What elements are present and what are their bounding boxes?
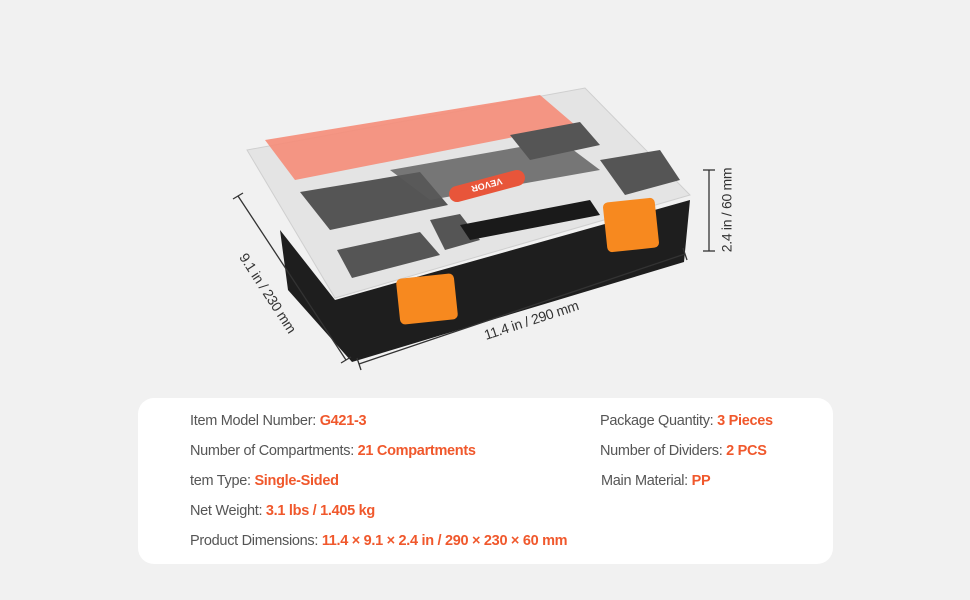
spec-model-number: Item Model Number: G421-3 xyxy=(190,413,367,429)
spec-label: Product Dimensions: xyxy=(190,533,322,549)
width-dimension-line xyxy=(358,253,686,365)
latch-right xyxy=(603,197,659,253)
spec-value: PP xyxy=(691,473,711,489)
depth-dimension-line xyxy=(237,195,347,361)
orange-compartments xyxy=(265,95,575,180)
spec-value: Single-Sided xyxy=(254,473,339,489)
spec-label: Item Model Number: xyxy=(190,413,320,429)
spec-compartments: Number of Compartments: 21 Compartments xyxy=(190,443,476,459)
spec-label: Number of Dividers: xyxy=(600,443,727,459)
dark-compartment xyxy=(300,172,448,230)
dark-compartment xyxy=(430,214,480,250)
spec-label: Net Weight: xyxy=(190,503,266,519)
spec-label: Package Quantity: xyxy=(600,413,718,429)
spec-dividers: Number of Dividers: 2 PCS xyxy=(600,443,767,459)
spec-value: 21 Compartments xyxy=(357,443,476,459)
spec-label: Number of Compartments: xyxy=(190,443,358,459)
specifications-card xyxy=(138,398,833,564)
spec-net-weight: Net Weight: 3.1 lbs / 1.405 kg xyxy=(190,503,375,519)
spec-label: Main Material: xyxy=(601,473,692,489)
spec-dimensions: Product Dimensions: 11.4 × 9.1 × 2.4 in … xyxy=(190,533,568,549)
spec-item-type: tem Type: Single-Sided xyxy=(190,473,339,489)
spec-package-quantity: Package Quantity: 3 Pieces xyxy=(600,413,773,429)
spec-value: 2 PCS xyxy=(726,443,767,459)
dark-compartment xyxy=(337,232,440,278)
spec-label: tem Type: xyxy=(190,473,255,489)
dark-compartment xyxy=(600,150,680,195)
spec-value: 11.4 × 9.1 × 2.4 in / 290 × 230 × 60 mm xyxy=(321,533,568,549)
spec-value: 3.1 lbs / 1.405 kg xyxy=(265,503,375,519)
dark-compartment xyxy=(510,122,600,160)
box-base xyxy=(280,200,690,362)
height-dimension-label: 2.4 in / 60 mm xyxy=(718,167,735,253)
handle-opening xyxy=(460,200,600,240)
spec-value: G421-3 xyxy=(319,413,367,429)
vevor-logo: VEVOR xyxy=(449,169,525,203)
spec-material: Main Material: PP xyxy=(601,473,711,489)
spec-value: 3 Pieces xyxy=(717,413,773,429)
product-image-organizer-box: VEVOR xyxy=(232,87,715,371)
latch-left xyxy=(396,273,458,325)
